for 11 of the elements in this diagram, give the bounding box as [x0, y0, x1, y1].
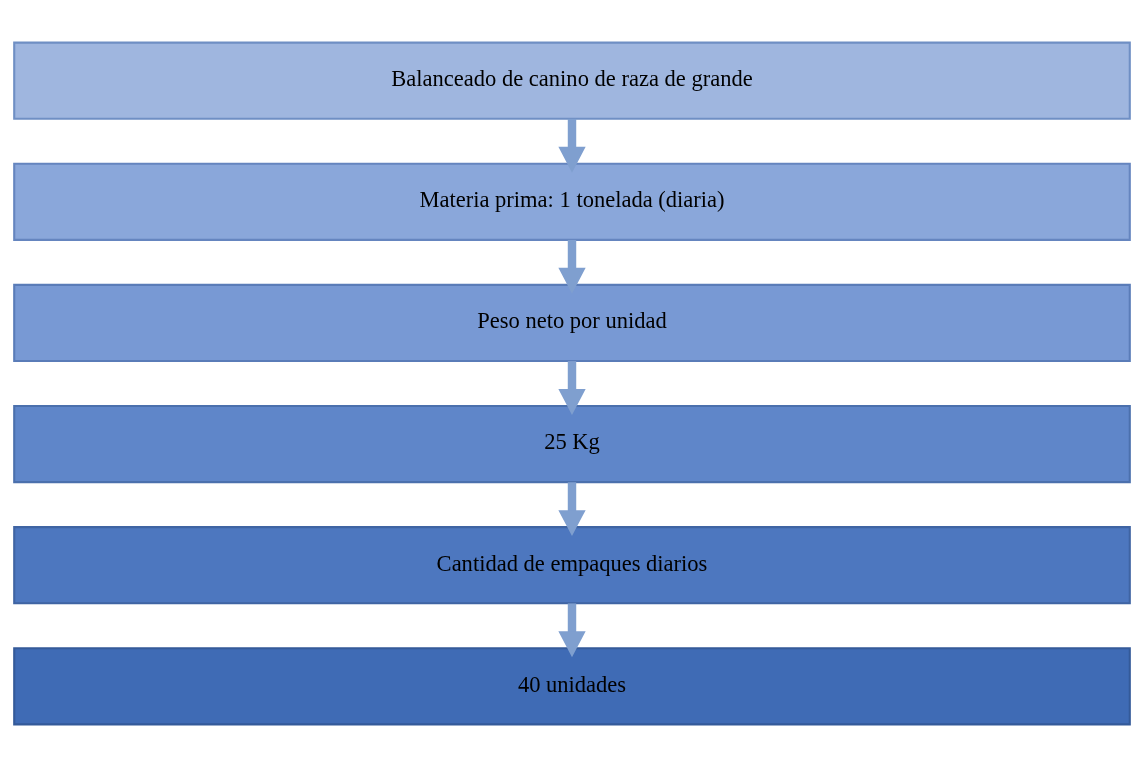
node-box: Cantidad de empaques diarios [13, 526, 1131, 605]
arrow [558, 240, 586, 294]
node-box: Materia prima: 1 tonelada (diaria) [13, 162, 1131, 241]
node-box: 40 unidades [13, 647, 1131, 726]
arrow [558, 118, 586, 173]
node-box: Peso neto por unidad [13, 283, 1131, 362]
arrow [558, 603, 586, 658]
node-box: 25 Kg [13, 405, 1131, 484]
arrow [558, 482, 586, 537]
arrow [558, 361, 586, 415]
node-box: Balanceado de canino de raza de grande [13, 41, 1131, 120]
